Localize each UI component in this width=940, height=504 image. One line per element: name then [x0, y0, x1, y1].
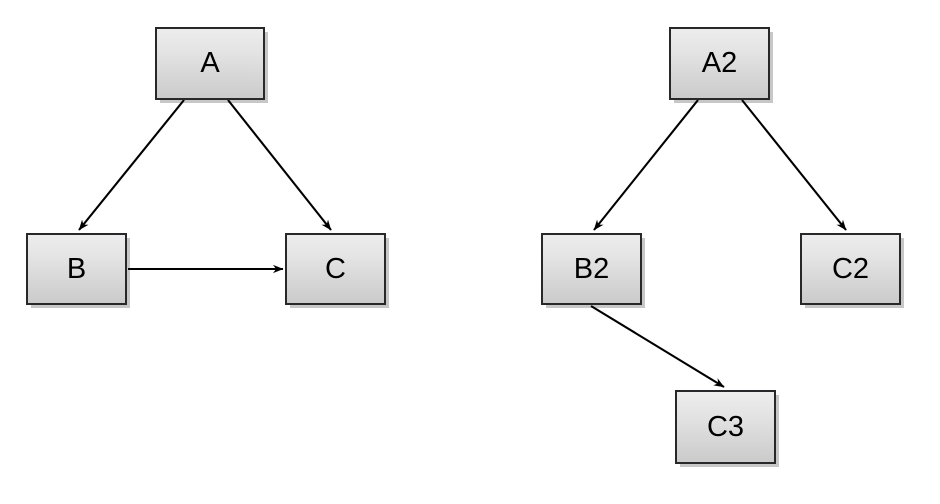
node-label-a2: A2: [701, 47, 738, 79]
node-c[interactable]: C: [285, 233, 386, 305]
edge-b2-to-c3[interactable]: [590, 305, 725, 388]
node-b[interactable]: B: [26, 233, 127, 305]
node-a[interactable]: A: [155, 27, 265, 100]
node-c3[interactable]: C3: [675, 390, 776, 464]
node-b2[interactable]: B2: [541, 233, 642, 305]
node-label-a: A: [200, 47, 220, 79]
node-label-c2: C2: [831, 252, 870, 285]
edge-a-to-b[interactable]: [78, 99, 185, 231]
node-label-b: B: [66, 252, 87, 285]
node-a2[interactable]: A2: [669, 27, 770, 100]
node-label-c: C: [325, 252, 346, 285]
node-label-b2: B2: [573, 252, 610, 285]
edge-group-left: [78, 99, 332, 274]
edge-a2-to-b2[interactable]: [593, 99, 699, 231]
edge-a-to-c[interactable]: [227, 99, 332, 231]
node-label-c3: C3: [706, 410, 745, 443]
edge-a2-to-c2[interactable]: [741, 99, 847, 231]
node-c2[interactable]: C2: [800, 233, 901, 305]
edge-group-right: [590, 99, 847, 388]
